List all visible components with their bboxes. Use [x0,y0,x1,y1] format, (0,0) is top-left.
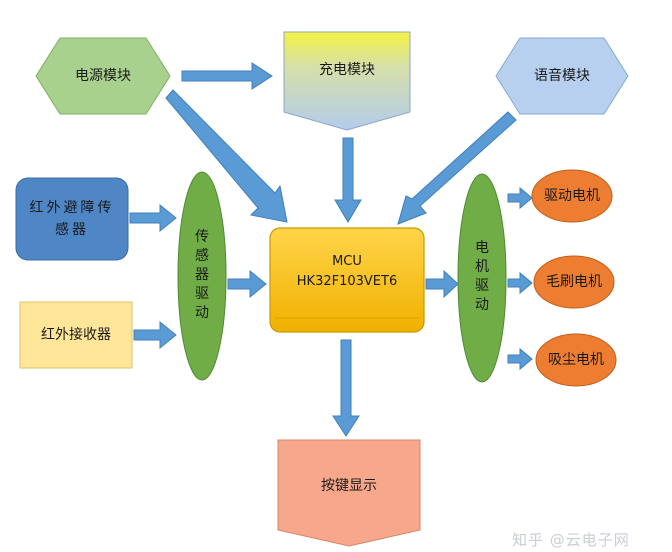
arrow-voice-to-mcu [397,111,517,225]
ir-sensor-box [15,177,129,261]
vacuum-motor-box [535,333,617,387]
arrow-driver-to-mcu [227,269,267,299]
drive-motor-box [531,169,613,223]
arrow-mcu-to-display [332,339,360,437]
watermark: 知乎 @云电子网 [512,530,630,549]
charge-module-box [283,31,411,131]
arrow-to-brush-motor [507,271,533,295]
arrow-to-drive-motor [507,186,533,210]
power-module-box [35,37,171,115]
brush-motor-box [533,255,615,309]
sensor-driver-box [177,171,227,381]
arrow-power-to-charge [181,62,273,90]
arrow-power-to-mcu [165,89,288,223]
voice-module-box [495,37,629,115]
motor-driver-box [457,173,507,383]
arrow-mcu-to-motordriver [425,269,459,299]
arrows-group [129,62,533,437]
arrow-irsensor-to-driver [129,203,177,233]
ir-receiver-box [19,301,133,369]
arrow-charge-to-mcu [334,137,362,223]
display-box [277,439,421,547]
mcu-box [269,227,425,333]
arrow-to-vacuum-motor [507,347,533,371]
arrow-irreceiver-to-driver [133,320,177,350]
